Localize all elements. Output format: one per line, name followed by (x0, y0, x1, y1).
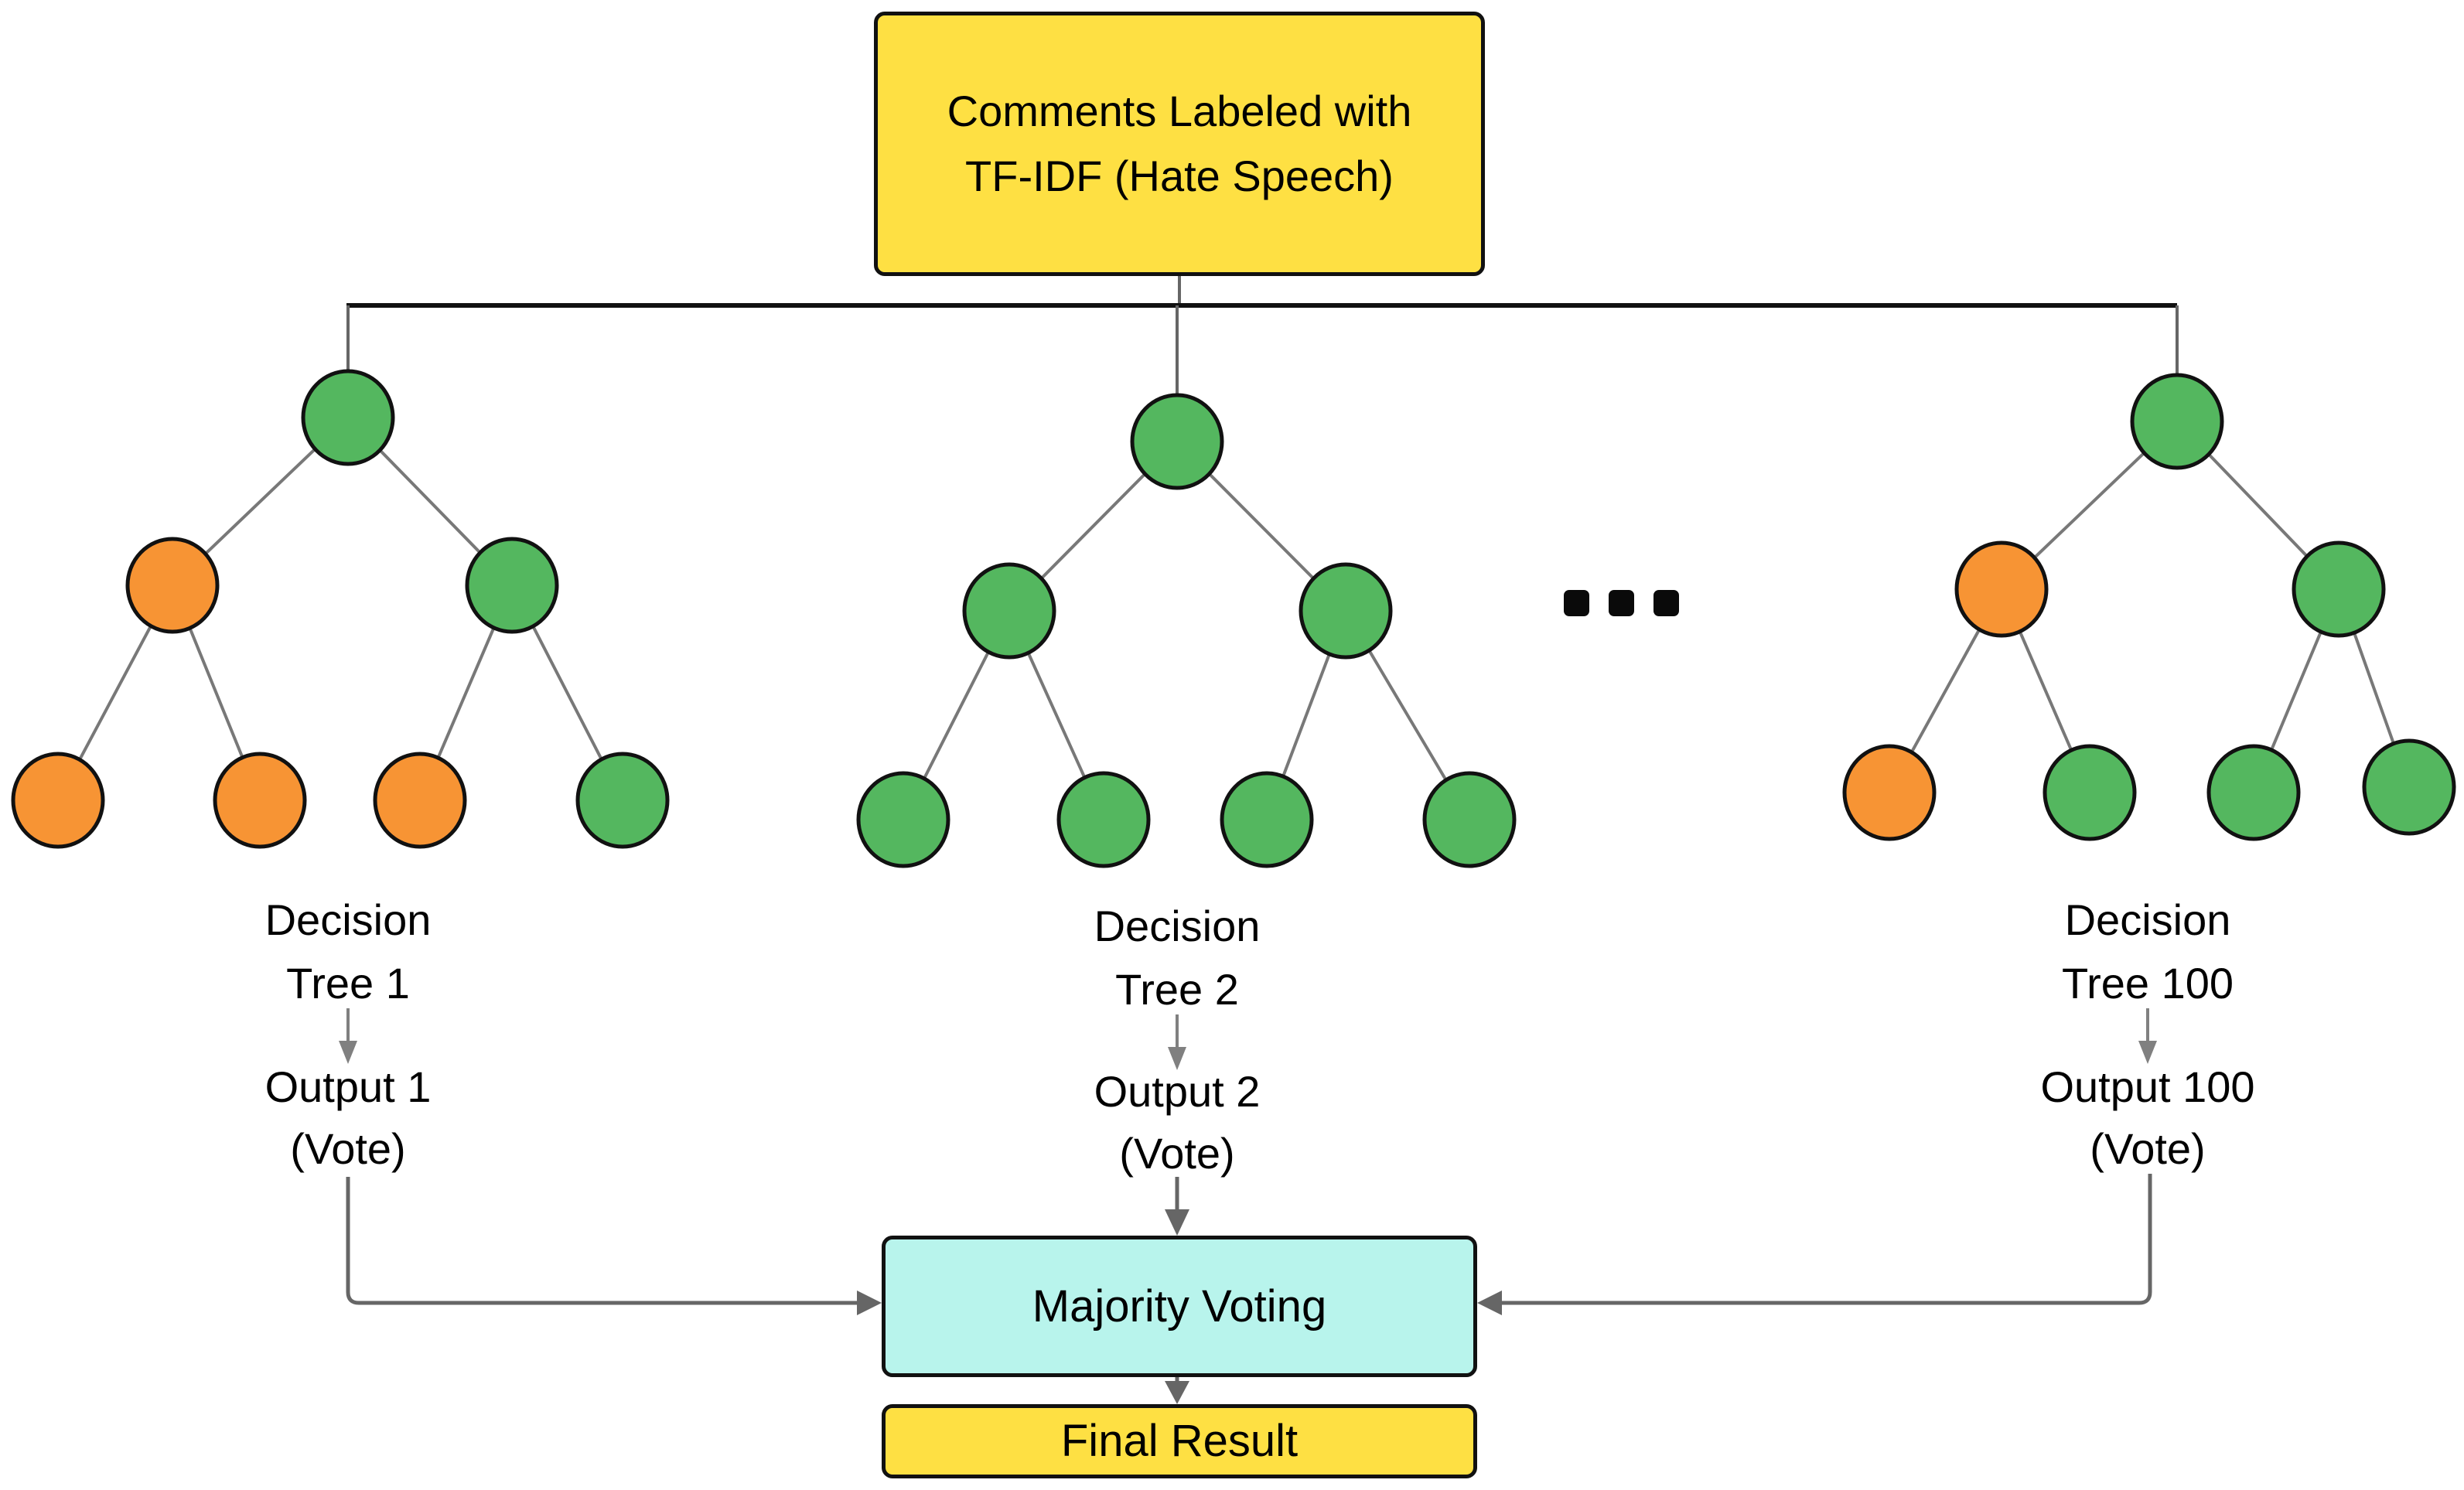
tree-node-green (1422, 771, 1517, 868)
tree-100-label-line2: Tree 100 (2061, 959, 2234, 1008)
tree-node-green (1130, 393, 1224, 490)
tree-node-green (575, 752, 670, 849)
tree-1-output-line1: Output 1 (264, 1062, 432, 1111)
tree-node-green (2362, 738, 2456, 836)
majority-voting-box: Majority Voting (882, 1236, 1477, 1377)
tree-node-orange (213, 752, 307, 849)
tree-1-label-line1: Decision (264, 895, 432, 944)
connector-line (346, 1177, 858, 1305)
tree-node-orange (1842, 744, 1937, 841)
arrow-down-icon (1165, 1209, 1189, 1236)
final-result-box: Final Result (882, 1404, 1477, 1478)
tree-node-green (2292, 540, 2386, 638)
tree-node-orange (11, 752, 105, 849)
tree-node-green (1220, 771, 1314, 868)
source-data-box-line2: TF-IDF (Hate Speech) (965, 152, 1394, 200)
tree-node-green (301, 369, 395, 466)
ellipsis-dot (1653, 590, 1679, 616)
source-data-box-line1: Comments Labeled with (947, 87, 1412, 135)
final-result-label: Final Result (1060, 1416, 1299, 1466)
arrow-down-icon (339, 1041, 357, 1064)
tree-node-green (962, 562, 1056, 660)
tree-node-green (465, 537, 559, 634)
arrow-down-icon (1165, 1381, 1189, 1404)
tree-node-orange (1954, 540, 2049, 638)
tree-2-label-line1: Decision (1094, 902, 1261, 950)
tree-node-green (2043, 744, 2137, 841)
tree-node-orange (373, 752, 467, 849)
tree-node-green (856, 771, 950, 868)
arrow-left-icon (1477, 1291, 1502, 1315)
tree-2-output-line2: (Vote) (1119, 1129, 1235, 1178)
arrow-down-icon (1168, 1047, 1186, 1070)
arrow-right-icon (857, 1291, 882, 1315)
source-data-box: Comments Labeled with TF-IDF (Hate Speec… (874, 12, 1485, 276)
tree-node-green (1299, 562, 1393, 660)
tree-100-label-line1: Decision (2064, 895, 2231, 944)
tree-node-orange (125, 537, 220, 634)
majority-voting-label: Majority Voting (1032, 1280, 1327, 1331)
tree-2-output-line1: Output 2 (1094, 1067, 1261, 1116)
tree-100-output-line2: (Vote) (2090, 1124, 2206, 1173)
ellipsis-dot (1609, 590, 1634, 616)
tree-1-output-line2: (Vote) (290, 1124, 406, 1173)
tree-node-green (1056, 771, 1151, 868)
arrow-down-icon (2138, 1041, 2157, 1064)
tree-100-output-line1: Output 100 (2040, 1062, 2255, 1111)
tree-node-green (2130, 373, 2224, 470)
tree-1-label-line2: Tree 1 (286, 959, 410, 1008)
tree-2-label-line2: Tree 2 (1115, 965, 1239, 1014)
ellipsis-dot (1564, 590, 1589, 616)
tree-node-green (2206, 744, 2301, 841)
connector-line (1500, 1174, 2152, 1305)
